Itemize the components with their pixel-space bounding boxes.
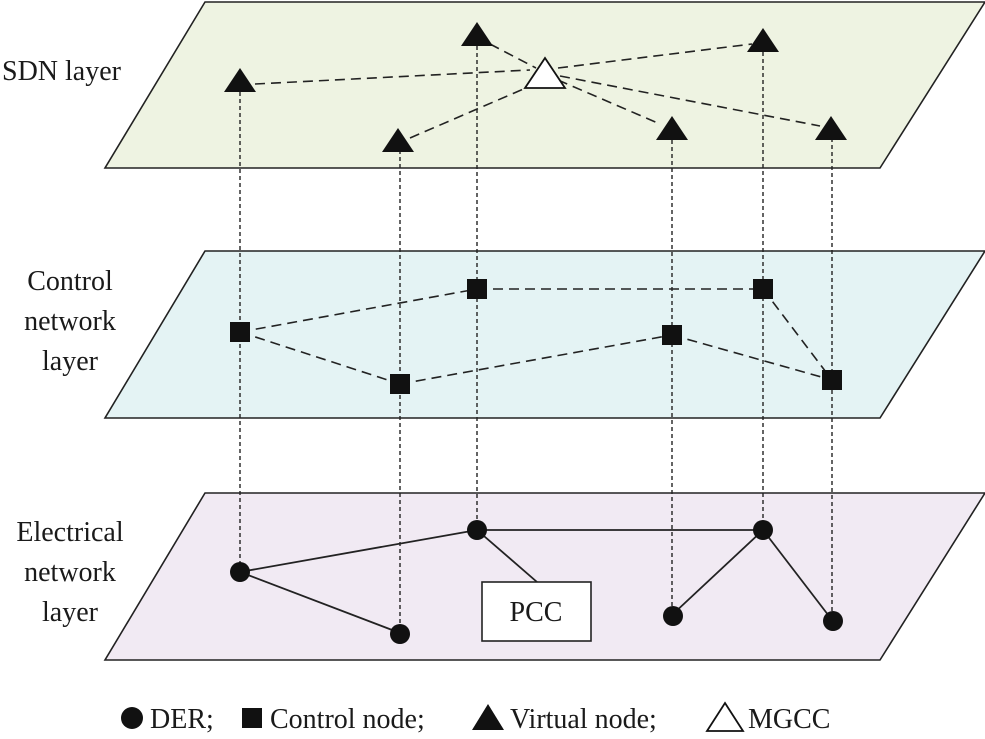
der-node-2 bbox=[390, 624, 410, 644]
sdn-link-4 bbox=[557, 79, 661, 125]
control-node-1 bbox=[230, 322, 250, 342]
electrical-link-6 bbox=[762, 529, 833, 621]
sdn-layer-label: SDN layer bbox=[2, 56, 122, 87]
sdn-link-2 bbox=[409, 83, 536, 139]
control-node-4 bbox=[662, 325, 682, 345]
der-node-5 bbox=[753, 520, 773, 540]
control-link-1 bbox=[239, 288, 478, 333]
der-node-6 bbox=[823, 611, 843, 631]
legend-virtual-node-icon bbox=[472, 704, 504, 730]
pcc-box bbox=[481, 581, 592, 642]
sdn-link-1 bbox=[254, 69, 531, 85]
mgcc-node bbox=[523, 56, 567, 89]
control-layer-label-line-3: layer bbox=[42, 346, 99, 377]
virtual-node-5 bbox=[747, 28, 779, 52]
control-links bbox=[239, 288, 833, 385]
control-link-5 bbox=[671, 334, 833, 381]
control-layer-label-line-1: Control bbox=[27, 266, 113, 297]
electrical-links bbox=[239, 529, 833, 634]
pcc-label: PCC bbox=[510, 597, 563, 628]
der-node-3 bbox=[467, 520, 487, 540]
virtual-node-1 bbox=[224, 68, 256, 92]
control-layer-label-line-2: network bbox=[24, 306, 116, 337]
virtual-node-3 bbox=[461, 22, 493, 46]
legend-control-node-label: Control node; bbox=[270, 704, 425, 735]
legend: DER; Control node; Virtual node; MGCC bbox=[121, 701, 830, 735]
control-link-2 bbox=[239, 331, 401, 385]
control-node-3 bbox=[467, 279, 487, 299]
electrical-layer-label-line-3: layer bbox=[42, 597, 99, 628]
legend-der-label: DER; bbox=[150, 704, 214, 735]
legend-der-icon bbox=[121, 707, 143, 729]
control-node-5 bbox=[753, 279, 773, 299]
control-nodes bbox=[230, 279, 842, 394]
layer-labels: SDN layer Control network layer Electric… bbox=[2, 56, 124, 628]
electrical-link-5 bbox=[671, 529, 764, 616]
der-node-1 bbox=[230, 562, 250, 582]
control-link-6 bbox=[762, 288, 833, 381]
der-node-4 bbox=[663, 606, 683, 626]
legend-mgcc-icon bbox=[705, 701, 745, 732]
sdn-links bbox=[254, 43, 821, 139]
legend-virtual-node-label: Virtual node; bbox=[510, 704, 657, 735]
sdn-link-6 bbox=[559, 75, 821, 127]
legend-control-node-icon bbox=[242, 708, 262, 728]
control-node-6 bbox=[822, 370, 842, 390]
sdn-link-5 bbox=[557, 43, 753, 69]
der-nodes bbox=[230, 520, 843, 644]
electrical-layer-label-line-1: Electrical bbox=[16, 517, 123, 548]
legend-mgcc-label: MGCC bbox=[748, 704, 830, 735]
electrical-link-2 bbox=[239, 571, 401, 634]
control-link-4 bbox=[399, 334, 673, 385]
control-node-2 bbox=[390, 374, 410, 394]
sdn-nodes bbox=[224, 22, 847, 152]
virtual-node-2 bbox=[382, 128, 414, 152]
electrical-link-4 bbox=[476, 529, 538, 583]
electrical-layer-label-line-2: network bbox=[24, 557, 116, 588]
sdn-link-3 bbox=[489, 43, 537, 69]
electrical-link-1 bbox=[239, 529, 478, 573]
virtual-node-4 bbox=[656, 116, 688, 140]
virtual-node-6 bbox=[815, 116, 847, 140]
